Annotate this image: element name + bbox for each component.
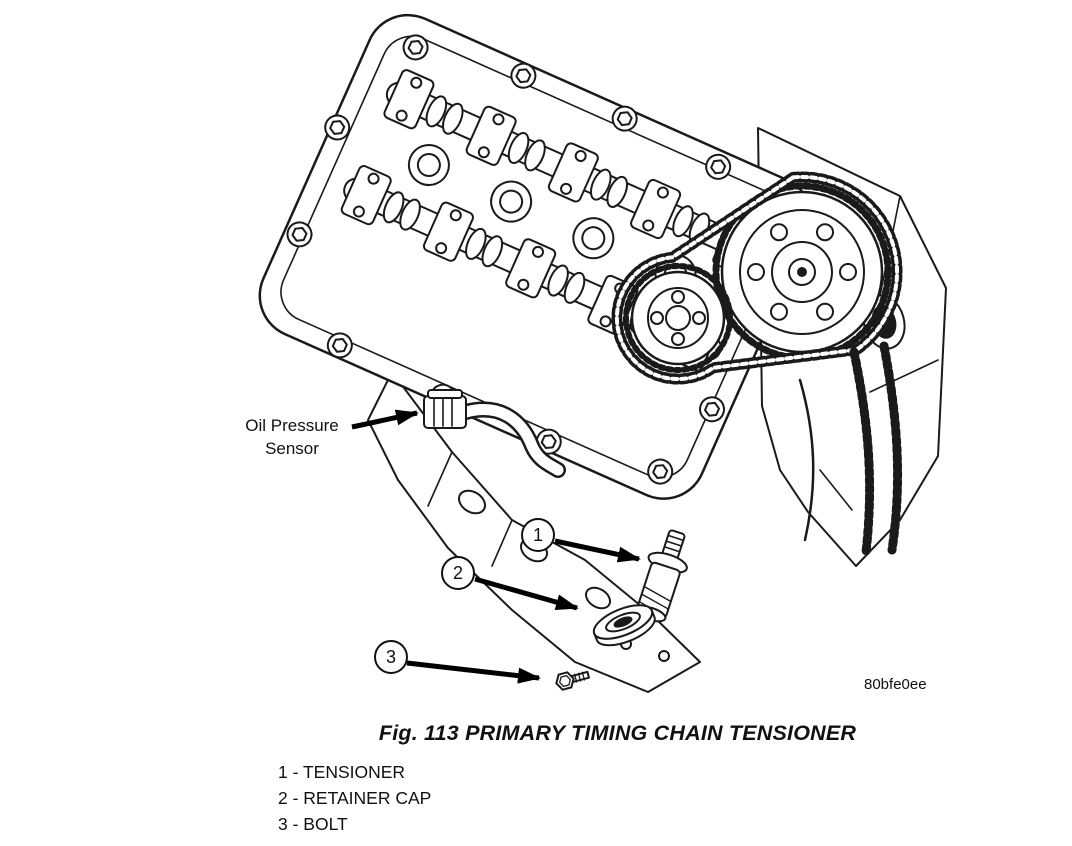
callout-1: 1 (521, 518, 555, 552)
callout-2: 2 (441, 556, 475, 590)
legend-item-3: 3 - BOLT (278, 814, 348, 834)
timing-chain (611, 171, 903, 557)
legend-item-2: 2 - RETAINER CAP (278, 788, 432, 808)
bolt-part (555, 670, 590, 691)
callout-3-arrow (406, 660, 541, 684)
callout-3: 3 (374, 640, 408, 674)
oil-pressure-sensor-label-line2: Sensor (265, 439, 319, 458)
tensioner-part (635, 529, 688, 623)
callout-1-arrow (554, 538, 641, 563)
oil-pressure-sensor-label: Oil Pressure Sensor (226, 414, 358, 460)
legend-item-1: 1 - TENSIONER (278, 762, 406, 782)
figure-code: 80bfe0ee (864, 676, 927, 693)
oil-pressure-sensor-label-line1: Oil Pressure (245, 416, 339, 435)
callout-2-arrow (474, 576, 579, 611)
oil-pressure-sensor-part (423, 389, 566, 478)
callout-arrows (351, 409, 641, 684)
legend: 1 - TENSIONER 2 - RETAINER CAP 3 - BOLT (278, 759, 431, 837)
figure-caption: Fig. 113 PRIMARY TIMING CHAIN TENSIONER (378, 721, 857, 745)
oil-sensor-arrow (351, 409, 419, 430)
cam-sprocket-small (623, 263, 733, 373)
cam-sprocket-large (712, 182, 892, 362)
retainer-cap-part (592, 604, 656, 647)
